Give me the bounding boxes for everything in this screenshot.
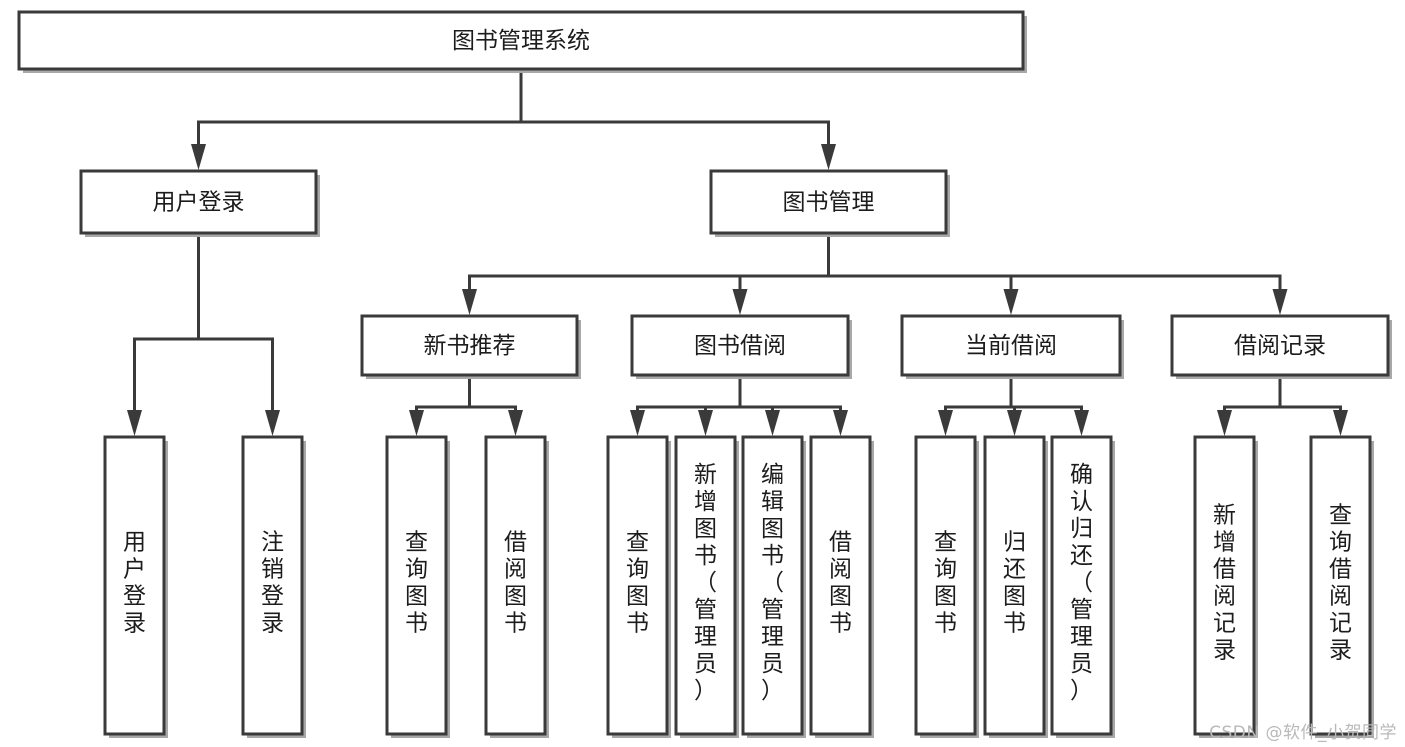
node-label: 借阅记录 [1234,333,1326,359]
node-leaf-borrow-book[interactable]: 借阅图书 [809,435,874,738]
arrow-head-icon [938,410,953,436]
arrow-head-icon [127,410,142,436]
node-label: 新增借阅记录 [1213,503,1236,664]
node-box[interactable] [630,314,850,377]
node-book-manage[interactable]: 图书管理 [709,169,950,237]
node-leaf-confirm-return-admin[interactable]: 确认归还（管理员） [1050,435,1115,738]
node-label: 新书推荐 [424,333,516,359]
node-box[interactable] [914,435,977,736]
node-label: 图书管理 [783,190,875,216]
arrow-head-icon [508,410,523,436]
node-leaf-query-book-current[interactable]: 查询图书 [914,435,979,738]
arrow-head-icon [1217,410,1232,436]
arrow-head-icon [1272,289,1288,315]
arrow-head-icon [191,144,206,170]
node-box[interactable] [103,435,166,736]
node-box[interactable] [241,435,304,736]
node-leaf-query-book-rec[interactable]: 查询图书 [385,435,450,738]
node-label: 查询图书 [626,530,649,637]
node-leaf-borrow-book-rec[interactable]: 借阅图书 [484,435,549,738]
node-user-login[interactable]: 用户登录 [79,169,320,237]
node-leaf-logout[interactable]: 注销登录 [241,435,306,738]
node-box[interactable] [385,435,448,736]
node-label: 注销登录 [261,530,284,637]
node-box[interactable] [606,435,669,736]
arrow-head-icon [821,144,836,170]
node-box[interactable] [741,435,804,736]
arrow-head-icon [732,289,748,315]
node-current-borrow[interactable]: 当前借阅 [900,314,1124,379]
node-box[interactable] [1170,314,1390,377]
arrow-head-icon [1333,410,1348,436]
edges-layer [127,67,1348,436]
node-label: 当前借阅 [965,333,1057,359]
node-label: 图书管理系统 [452,28,590,54]
node-label: 查询图书 [934,530,957,637]
node-leaf-edit-book-admin[interactable]: 编辑图书（管理员） [741,435,806,738]
arrow-head-icon [833,410,848,436]
node-box[interactable] [900,314,1122,377]
node-leaf-return-book[interactable]: 归还图书 [983,435,1048,738]
node-box[interactable] [484,435,547,736]
node-label: 查询借阅记录 [1329,503,1352,664]
node-root-图书管理系统[interactable]: 图书管理系统 [17,10,1027,73]
arrow-head-icon [698,410,713,436]
node-label: 借阅图书 [829,530,852,637]
node-new-book-recommend[interactable]: 新书推荐 [360,314,581,379]
node-label: 用户登录 [153,190,245,216]
node-box[interactable] [17,10,1025,71]
node-label: 新增图书（管理员） [694,462,717,704]
node-label: 编辑图书（管理员） [761,462,784,704]
node-borrow-record[interactable]: 借阅记录 [1170,314,1392,379]
node-leaf-user-login[interactable]: 用户登录 [103,435,168,738]
node-box[interactable] [360,314,579,377]
node-label: 借阅图书 [504,530,527,637]
node-box[interactable] [1193,435,1256,736]
watermark-text: CSDN @软件_小贺同学 [1209,723,1397,743]
arrow-head-icon [462,289,477,315]
node-label: 确认归还（管理员） [1070,462,1093,704]
node-box[interactable] [983,435,1046,736]
arrow-head-icon [1003,289,1019,315]
arrow-head-icon [1074,410,1089,436]
nodes-layer: 图书管理系统用户登录图书管理新书推荐图书借阅当前借阅借阅记录用户登录注销登录查询… [17,10,1392,738]
node-box[interactable] [674,435,737,736]
node-leaf-query-book-borrow[interactable]: 查询图书 [606,435,671,738]
arrow-head-icon [1007,410,1022,436]
node-box[interactable] [79,169,318,235]
node-box[interactable] [1309,435,1372,736]
node-leaf-add-borrow-record[interactable]: 新增借阅记录 [1193,435,1258,738]
node-box[interactable] [1050,435,1113,736]
node-box[interactable] [809,435,872,736]
node-label: 归还图书 [1003,530,1026,637]
arrow-head-icon [265,410,280,436]
arrow-head-icon [409,410,424,436]
node-label: 图书借阅 [694,333,786,359]
node-leaf-add-book-admin[interactable]: 新增图书（管理员） [674,435,739,738]
arrow-head-icon [630,410,645,436]
node-book-borrow[interactable]: 图书借阅 [630,314,852,379]
arrow-head-icon [765,410,780,436]
node-box[interactable] [709,169,948,235]
node-label: 用户登录 [123,530,146,637]
node-label: 查询图书 [405,530,428,637]
node-leaf-query-borrow-record[interactable]: 查询借阅记录 [1309,435,1374,738]
